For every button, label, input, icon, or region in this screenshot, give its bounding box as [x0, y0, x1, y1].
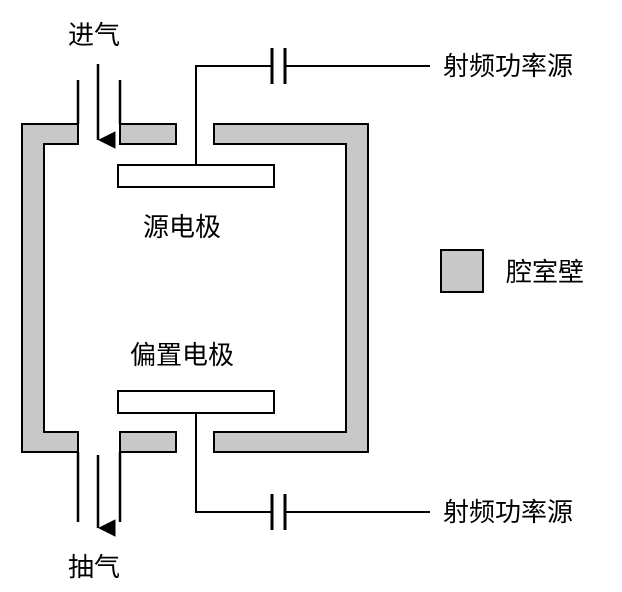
bias-electrode-label: 偏置电极 [130, 341, 234, 371]
chamber-wall-top-segment [119, 123, 177, 145]
gas-out-label: 抽气 [68, 553, 120, 583]
legend-wall-label: 腔室壁 [506, 258, 584, 288]
source-electrode-label: 源电极 [143, 213, 221, 243]
bias-electrode [117, 390, 275, 414]
chamber-wall-right [213, 123, 369, 453]
rf-circuit-bottom [195, 413, 430, 530]
gas-outlet-pipe [76, 452, 122, 522]
rf-source-bottom-label: 射频功率源 [443, 498, 573, 528]
rf-circuit-top [195, 48, 430, 165]
gas-in-label: 进气 [68, 21, 120, 51]
source-electrode [117, 164, 275, 188]
gas-inlet-pipe [76, 80, 122, 124]
chamber-wall [21, 123, 369, 453]
legend-wall-swatch [440, 249, 484, 293]
chamber-wall-bottom-segment [119, 431, 177, 453]
chamber-wall-left [21, 123, 79, 453]
rf-source-top-label: 射频功率源 [443, 52, 573, 82]
